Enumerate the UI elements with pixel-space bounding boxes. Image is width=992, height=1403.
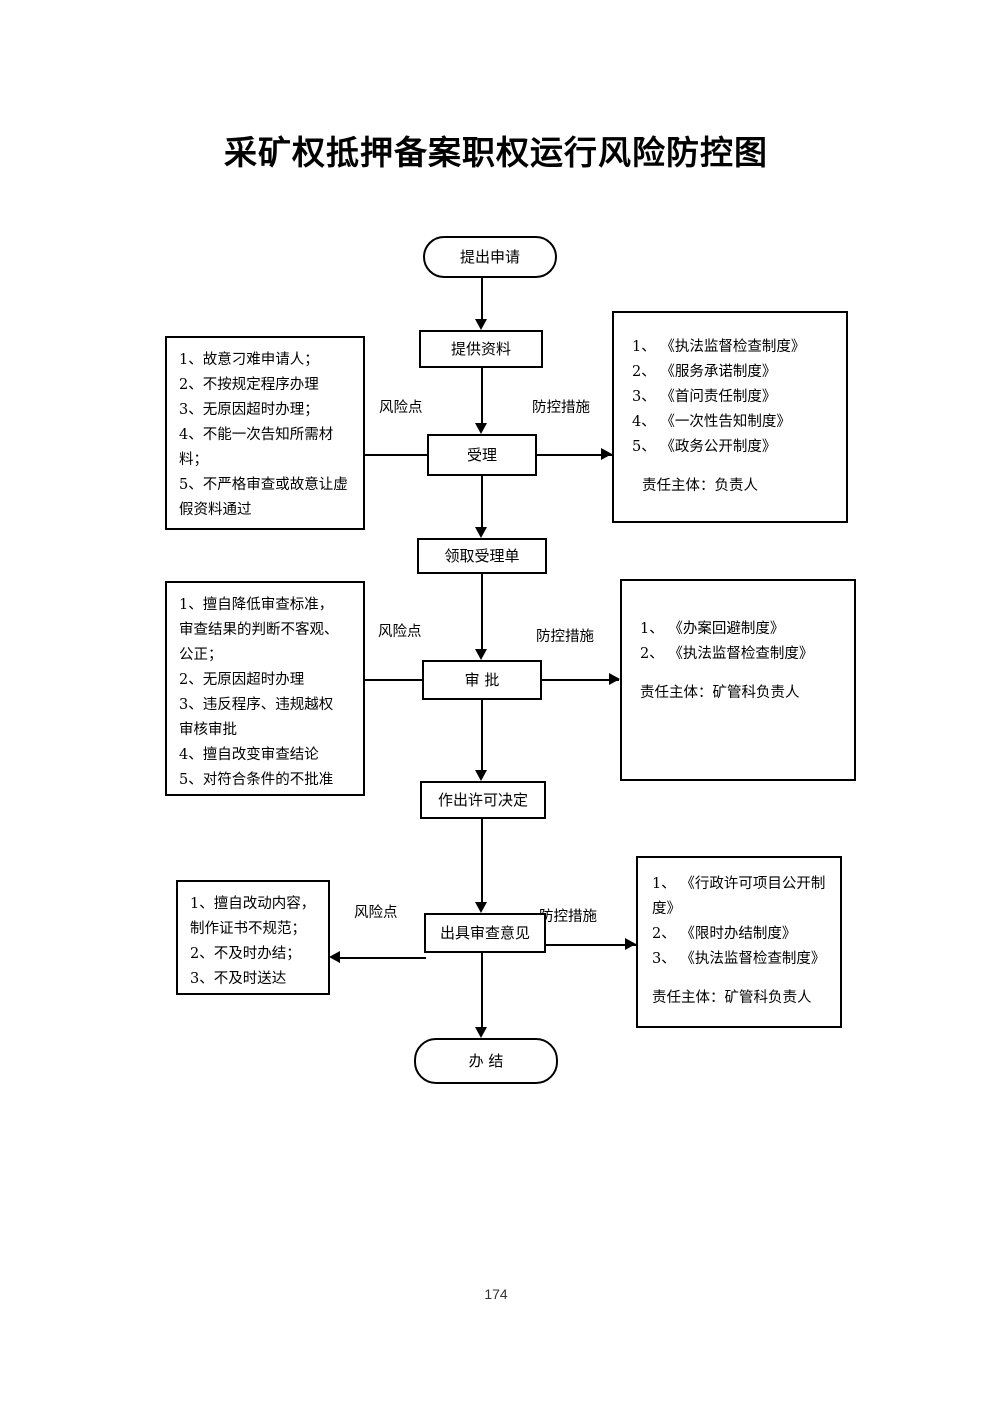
risk-line: 1、擅自改动内容， xyxy=(190,896,316,912)
control-responsible-party: 责任主体：矿管科负责人 xyxy=(640,684,800,701)
flow-node-approval-label: 审 批 xyxy=(464,671,500,689)
risk-line: 审查结果的判断不客观、 xyxy=(179,621,339,638)
control-line: 3、 《首问责任制度》 xyxy=(632,388,777,405)
arrowhead-down-receipt xyxy=(475,527,487,538)
flow-node-review-opinion: 出具审查意见 xyxy=(424,913,546,953)
flow-node-permit-decision: 作出许可决定 xyxy=(420,781,546,819)
control-responsible-party: 责任主体：负责人 xyxy=(642,477,758,494)
control-line: 1、 《办案回避制度》 xyxy=(640,621,785,637)
arrowhead-down-submit xyxy=(475,319,487,330)
flow-node-receive-receipt: 领取受理单 xyxy=(417,538,547,574)
edge-label-control-1: 防控措施 xyxy=(530,396,592,417)
edge-label-risk-3: 风险点 xyxy=(352,901,400,922)
control-line: 4、 《一次性告知制度》 xyxy=(632,413,791,430)
control-line: 2、 《执法监督检查制度》 xyxy=(640,645,814,662)
flow-node-approval: 审 批 xyxy=(422,660,542,700)
risk-panel-review-opinion: 1、擅自改动内容， 制作证书不规范； 2、不及时办结； 3、不及时送达 xyxy=(176,880,330,995)
connector-acceptance-to-risk xyxy=(352,454,429,456)
edge-label-control-3: 防控措施 xyxy=(537,905,599,926)
risk-line: 公正； xyxy=(179,646,223,663)
risk-line: 假资料通过 xyxy=(179,501,252,518)
connector-approval-to-permit xyxy=(481,700,483,770)
connector-permit-to-review xyxy=(481,819,483,902)
flow-node-review-opinion-label: 出具审查意见 xyxy=(439,924,530,942)
control-line: 1、 《执法监督检查制度》 xyxy=(632,339,806,355)
edge-label-risk-2: 风险点 xyxy=(376,620,424,641)
control-line: 3、 《执法监督检查制度》 xyxy=(652,950,826,967)
arrowhead-left-risk-review xyxy=(329,951,340,963)
flow-node-submit-materials-label: 提供资料 xyxy=(450,340,511,358)
risk-line: 4、不能一次告知所需材 xyxy=(179,426,334,443)
arrowhead-down-end xyxy=(475,1027,487,1038)
flow-node-start-label: 提出申请 xyxy=(459,248,520,266)
arrowhead-down-approval xyxy=(475,649,487,660)
panel-spacer xyxy=(652,972,828,986)
arrowhead-down-review xyxy=(475,902,487,913)
risk-panel-approval: 1、擅自降低审查标准， 审查结果的判断不客观、 公正； 2、无原因超时办理 3、… xyxy=(165,581,365,796)
connector-start-to-submit xyxy=(481,278,483,319)
connector-review-to-end xyxy=(481,953,483,1027)
risk-line: 3、违反程序、违规越权 xyxy=(179,696,334,713)
risk-line: 5、不严格审查或故意让虚 xyxy=(179,476,348,493)
edge-label-risk-1: 风险点 xyxy=(377,396,425,417)
arrowhead-right-control-acceptance xyxy=(601,448,612,460)
risk-line: 2、无原因超时办理 xyxy=(179,671,305,688)
control-line: 度》 xyxy=(652,900,681,917)
connector-review-to-control xyxy=(545,944,636,946)
risk-line: 1、擅自降低审查标准， xyxy=(179,597,334,613)
connector-receipt-to-approval xyxy=(481,574,483,649)
flow-node-permit-decision-label: 作出许可决定 xyxy=(437,791,528,809)
flow-node-start: 提出申请 xyxy=(423,236,557,278)
page-title: 采矿权抵押备案职权运行风险防控图 xyxy=(224,133,768,172)
panel-spacer xyxy=(632,460,834,474)
risk-line: 5、对符合条件的不批准 xyxy=(179,771,334,788)
flow-node-receive-receipt-label: 领取受理单 xyxy=(444,547,520,565)
arrowhead-down-acceptance xyxy=(475,423,487,434)
control-panel-approval: 1、 《办案回避制度》 2、 《执法监督检查制度》 责任主体：矿管科负责人 xyxy=(620,579,856,781)
flow-node-end-label: 办 结 xyxy=(468,1052,504,1070)
risk-line: 2、不及时办结； xyxy=(190,945,301,962)
control-line: 5、 《政务公开制度》 xyxy=(632,438,777,455)
control-line: 2、 《服务承诺制度》 xyxy=(632,363,777,380)
arrowhead-down-permit xyxy=(475,770,487,781)
panel-spacer xyxy=(640,667,842,681)
risk-panel-acceptance: 1、故意刁难申请人； 2、不按规定程序办理 3、无原因超时办理； 4、不能一次告… xyxy=(165,336,365,530)
control-line: 2、 《限时办结制度》 xyxy=(652,925,797,942)
arrowhead-right-control-review xyxy=(625,938,636,950)
connector-acceptance-to-control xyxy=(536,454,612,456)
connector-review-to-risk xyxy=(340,957,426,959)
risk-line: 审核审批 xyxy=(179,721,237,738)
connector-approval-to-control xyxy=(541,679,619,681)
control-panel-acceptance: 1、 《执法监督检查制度》 2、 《服务承诺制度》 3、 《首问责任制度》 4、… xyxy=(612,311,848,523)
control-line: 1、 《行政许可项目公开制 xyxy=(652,876,826,892)
risk-line: 1、故意刁难申请人； xyxy=(179,352,319,368)
risk-line: 料； xyxy=(179,451,208,468)
connector-submit-to-acceptance xyxy=(481,368,483,423)
flow-node-acceptance: 受理 xyxy=(427,434,537,476)
control-responsible-party: 责任主体：矿管科负责人 xyxy=(652,989,812,1006)
flow-node-submit-materials: 提供资料 xyxy=(419,330,543,368)
edge-label-control-2: 防控措施 xyxy=(534,625,596,646)
page-number: 174 xyxy=(484,1286,508,1302)
connector-approval-to-risk xyxy=(352,679,424,681)
risk-line: 3、不及时送达 xyxy=(190,970,287,987)
risk-line: 2、不按规定程序办理 xyxy=(179,376,319,393)
flow-node-end: 办 结 xyxy=(414,1038,558,1084)
risk-line: 制作证书不规范； xyxy=(190,920,306,937)
arrowhead-right-control-approval xyxy=(609,673,620,685)
connector-acceptance-to-receipt xyxy=(481,476,483,527)
flow-node-acceptance-label: 受理 xyxy=(466,446,497,464)
control-panel-review-opinion: 1、 《行政许可项目公开制 度》 2、 《限时办结制度》 3、 《执法监督检查制… xyxy=(636,856,842,1028)
risk-line: 3、无原因超时办理； xyxy=(179,401,319,418)
risk-line: 4、擅自改变审查结论 xyxy=(179,746,319,763)
